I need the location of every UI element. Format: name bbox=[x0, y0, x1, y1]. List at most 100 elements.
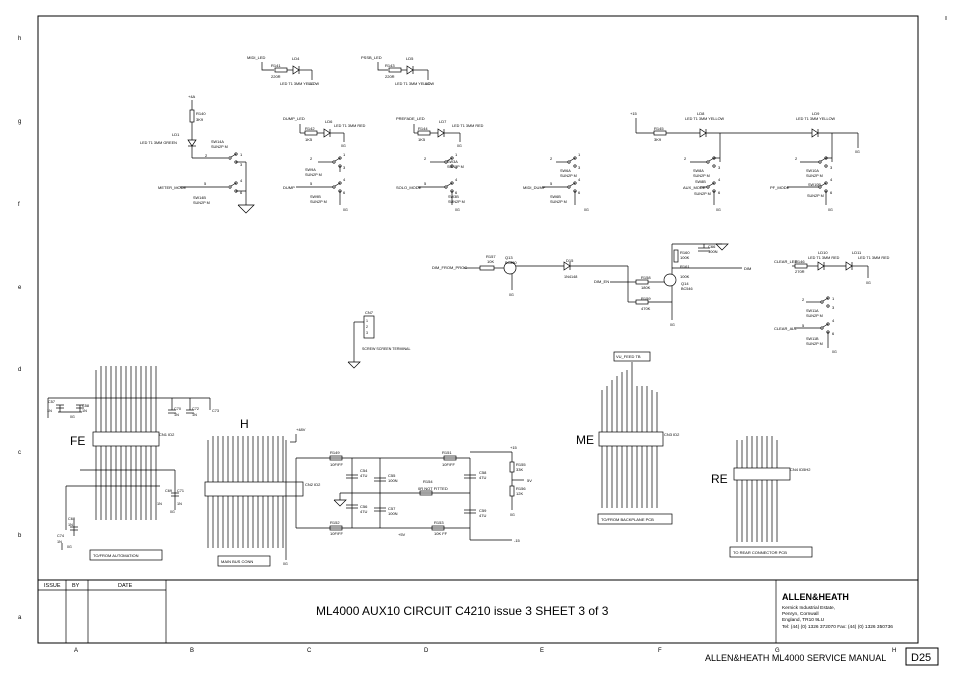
c58-label: C58 bbox=[479, 470, 487, 475]
sw6b-label: SW6B bbox=[550, 195, 561, 199]
me-pin-wires-top bbox=[601, 362, 658, 432]
led-ld7-symbol bbox=[437, 128, 445, 138]
sw6b-type: SUN2P M bbox=[550, 200, 567, 204]
clear-led-net: CLEAR_LED bbox=[774, 259, 797, 264]
led-ld11-symbol bbox=[845, 261, 853, 271]
meter-mode-circuit: +4A R140 3K9 LD1 LED T1 3MM GREEN SW14A … bbox=[140, 94, 255, 214]
r157-value: 10K bbox=[487, 259, 494, 264]
minus15-net: -15 bbox=[514, 538, 521, 543]
aux-sw-pin-3: 3 bbox=[718, 165, 721, 170]
pf-mode-net: PF_MODE bbox=[770, 185, 790, 190]
fe-pin-wires-top bbox=[95, 366, 157, 432]
r156-gnd: 0G bbox=[510, 513, 515, 517]
c56-label: C56 bbox=[360, 504, 368, 509]
plus15-net-2: +15 bbox=[510, 445, 518, 450]
fe-label: FE bbox=[70, 434, 85, 448]
h-pin-wires-bottom bbox=[207, 496, 284, 548]
dump-sw-pin-1: 1 bbox=[343, 152, 346, 157]
midi-led-circuit: MIDI_LED R141 220R LD4 LED T1 3MM YELLOW… bbox=[247, 55, 320, 86]
d15-type: 1N4148 bbox=[564, 275, 577, 279]
fe-top-gnd: 0G bbox=[70, 415, 75, 419]
r154-label: R154 bbox=[423, 479, 433, 484]
midi-dump-net: MIDI_DUMP bbox=[523, 185, 546, 190]
me-pin-wires-bottom bbox=[601, 446, 658, 508]
col-marker-g: G bbox=[775, 648, 780, 654]
r157-label: R157 bbox=[486, 254, 496, 259]
fe-mid-gnd: 0G bbox=[170, 510, 175, 514]
summing-amp-circuit: R149 10F/FF R151 10F/FF R152 10F/FF R153… bbox=[295, 445, 532, 543]
r144-value: 1K5 bbox=[418, 137, 426, 142]
sw-pin-2: 2 bbox=[205, 153, 208, 158]
manual-title: ALLEN&HEATH ML4000 SERVICE MANUAL bbox=[705, 653, 886, 663]
sw3b-type: SUN2P M bbox=[448, 200, 465, 204]
address-line-2: Penryn, Cornwall bbox=[782, 611, 819, 617]
r158-label: R158 bbox=[641, 275, 651, 280]
fe-c71-value: 1N bbox=[177, 502, 182, 506]
clear-sw-pin-3: 3 bbox=[832, 305, 835, 310]
solo-sw-pin-5: 5 bbox=[424, 181, 427, 186]
sw8b-label: SW8B bbox=[695, 180, 706, 184]
fe-c70-label: C70 bbox=[174, 407, 181, 411]
r143-value: 220R bbox=[385, 74, 395, 79]
sw-pin-6: 6 bbox=[240, 190, 243, 195]
plus4a-net: +4A bbox=[188, 94, 196, 99]
me-connector bbox=[598, 431, 664, 447]
ld5-gnd: 0G bbox=[425, 82, 430, 86]
sw14b-label: SW14B bbox=[193, 196, 206, 200]
aux-mode-net: AUX_MODE bbox=[683, 185, 706, 190]
dump-sw-pin-6: 6 bbox=[343, 190, 346, 195]
ld10-label: LD10 bbox=[818, 250, 828, 255]
sw11b-label: SW11B bbox=[806, 337, 819, 341]
prefade-led-net: PREFADE_LED bbox=[396, 116, 425, 121]
h-pin-wires-top bbox=[207, 436, 284, 482]
c66-value: 100N bbox=[708, 249, 718, 254]
c54-value: 47U bbox=[360, 473, 367, 478]
r160-value: 100K bbox=[680, 255, 690, 260]
dump-sw-pin-3: 3 bbox=[343, 165, 346, 170]
r151-label: R151 bbox=[442, 450, 452, 455]
pf-sw-pin-6: 6 bbox=[830, 190, 833, 195]
sw9a-type: SUN2P M bbox=[305, 173, 322, 177]
r146-value: 270R bbox=[795, 269, 805, 274]
row-marker-h: h bbox=[18, 36, 21, 42]
cn7-pin-1: 1 bbox=[366, 319, 368, 323]
h-connector-box-label: MAIN BUS CONN bbox=[221, 559, 253, 564]
r149-label: R149 bbox=[330, 450, 340, 455]
fe-c72-value: 1N bbox=[192, 413, 197, 417]
phone-line: Tel: (44) (0) 1326 372070 Fax: (44) (0) … bbox=[782, 624, 893, 630]
address-line-1: Kernick Industrial Estate, bbox=[782, 605, 835, 611]
d15-symbol bbox=[563, 261, 571, 271]
midi-led-net: MIDI_LED bbox=[247, 55, 266, 60]
aux-gnd: 0G bbox=[716, 208, 721, 212]
midi-sw-pin-2: 2 bbox=[550, 156, 553, 161]
plus48-net: +48V bbox=[296, 427, 306, 432]
fe-c58-value: 1N bbox=[82, 409, 87, 413]
row-marker-f: f bbox=[18, 202, 20, 208]
fe-c70-value: 1N bbox=[174, 413, 179, 417]
page-number-box bbox=[905, 647, 939, 666]
midi-sw-pin-3: 3 bbox=[578, 165, 581, 170]
led-ld1-symbol bbox=[187, 139, 197, 147]
solo-gnd: 0G bbox=[455, 208, 460, 212]
col-marker-b: B bbox=[190, 648, 194, 654]
led-ld4-symbol bbox=[292, 65, 300, 75]
col-marker-d: D bbox=[424, 648, 429, 654]
clear-sw-pin-4: 4 bbox=[832, 318, 835, 323]
c54-label: C54 bbox=[360, 468, 368, 473]
sw3a-type: SUN2P M bbox=[447, 165, 464, 169]
fe-c71-label: C71 bbox=[177, 489, 184, 493]
midi-dump-circuit: 2 1 3 SW6A SUN2P M MIDI_DUMP 5 4 6 SW6B … bbox=[523, 152, 589, 212]
me-label: ME bbox=[576, 433, 594, 447]
ld6-gnd: 0G bbox=[341, 144, 346, 148]
solo-sw-pin-6: 6 bbox=[455, 190, 458, 195]
clear-sw-pin-6: 6 bbox=[832, 331, 835, 336]
tb-box bbox=[613, 351, 651, 362]
fe-connector-id: CN1 ID2 bbox=[159, 432, 175, 437]
dim-net: DIM bbox=[744, 266, 751, 271]
col-marker-c: C bbox=[307, 648, 312, 654]
cn7-pin-3: 3 bbox=[366, 331, 368, 335]
fe-c57-label: C57 bbox=[48, 400, 55, 404]
r145-label: R145 bbox=[654, 126, 664, 131]
solo-mode-net: SOLO_MODE bbox=[396, 185, 422, 190]
dim-from-proc-net: DIM_FROM_PROC bbox=[432, 265, 467, 270]
